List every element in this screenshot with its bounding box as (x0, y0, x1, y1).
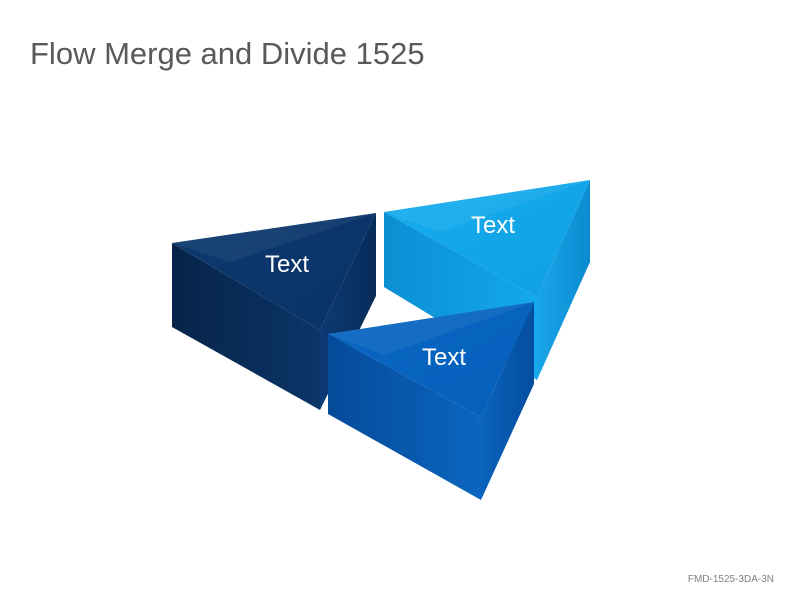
slide-footer-code: FMD-1525-3DA-3N (687, 574, 774, 585)
medium-blue-top-highlight (328, 302, 534, 355)
light-blue-top-face (384, 180, 590, 297)
medium-blue-front-face (328, 334, 481, 500)
light-blue-piece-label: Text (471, 212, 515, 239)
slide-title: Flow Merge and Divide 1525 (30, 36, 425, 71)
dark-navy-front-face (172, 243, 320, 410)
light-blue-side-face (537, 180, 590, 380)
dark-navy-top-highlight (172, 213, 376, 262)
medium-blue-top-face (328, 302, 534, 417)
medium-blue-piece-label: Text (422, 344, 466, 371)
diagram-piece-medium-blue: Text (328, 302, 534, 500)
dark-navy-piece-label: Text (265, 251, 309, 278)
dark-navy-top-face (172, 213, 376, 330)
light-blue-top-highlight (384, 180, 590, 232)
medium-blue-side-face (481, 302, 534, 500)
